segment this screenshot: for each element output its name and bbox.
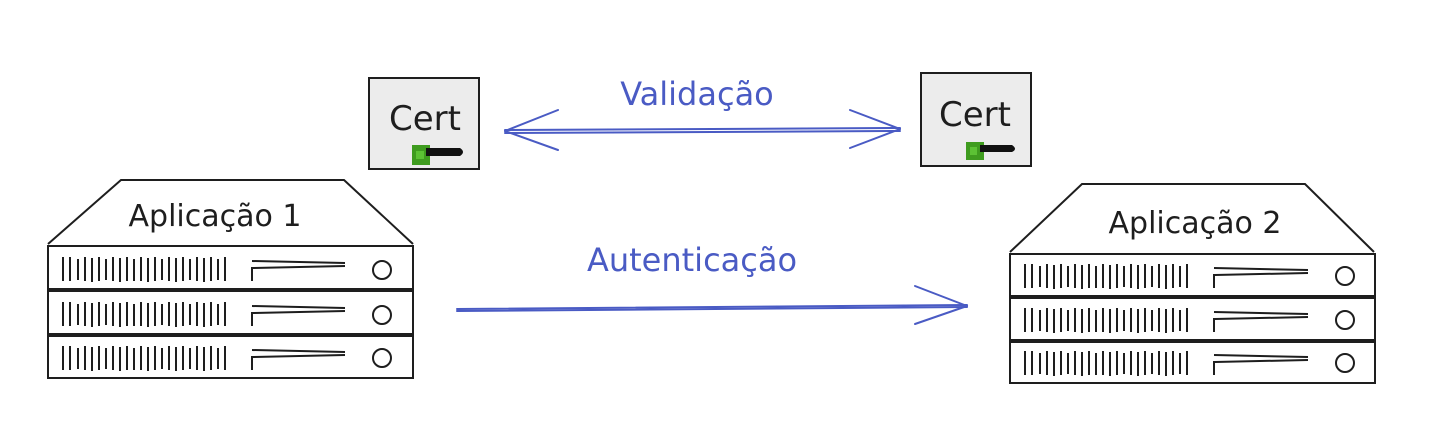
- power-button-icon: [372, 348, 392, 368]
- vent-slots: [1024, 264, 1188, 289]
- server-right-unit: [1009, 341, 1376, 384]
- server-right-roof: [1009, 183, 1375, 253]
- power-button-icon: [372, 260, 392, 280]
- power-button-icon: [372, 305, 392, 325]
- vent-slots: [62, 302, 226, 327]
- power-button-icon: [1335, 353, 1355, 373]
- server-right-label: Aplicação 2: [1109, 206, 1282, 241]
- cert-left: Cert: [368, 77, 480, 170]
- server-left-unit: [47, 335, 414, 379]
- server-left: Aplicação 1: [47, 179, 414, 379]
- vent-slots: [1024, 308, 1188, 333]
- key-icon: [966, 142, 1015, 160]
- cert-right: Cert: [920, 72, 1032, 167]
- power-button-icon: [1335, 266, 1355, 286]
- cert-right-label: Cert: [939, 95, 1011, 135]
- vent-slots: [62, 257, 226, 282]
- server-left-roof: [47, 179, 414, 245]
- server-left-unit: [47, 245, 414, 290]
- power-button-icon: [1335, 310, 1355, 330]
- server-right: Aplicação 2: [1009, 183, 1376, 384]
- server-right-unit: [1009, 297, 1376, 341]
- vent-slots: [1024, 351, 1188, 376]
- server-left-unit: [47, 290, 414, 335]
- cert-left-label: Cert: [389, 99, 461, 139]
- server-left-label: Aplicação 1: [129, 199, 302, 234]
- vent-slots: [62, 346, 226, 371]
- auth-label: Autenticação: [587, 241, 797, 279]
- auth-arrow: [456, 285, 968, 325]
- validation-arrow: [504, 109, 901, 151]
- validation-label: Validação: [620, 75, 774, 113]
- server-right-unit: [1009, 253, 1376, 297]
- key-icon: [412, 145, 463, 165]
